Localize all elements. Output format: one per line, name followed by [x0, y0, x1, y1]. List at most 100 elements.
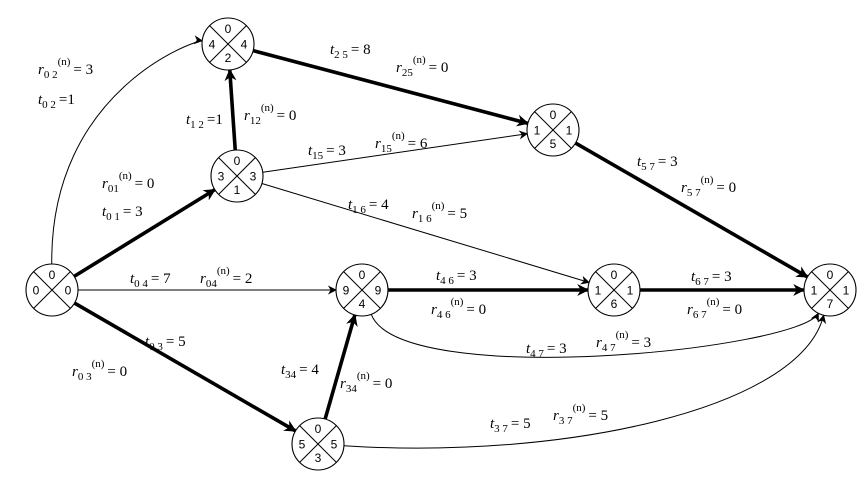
label-subscript: 01 — [108, 183, 119, 195]
edge-n1-n6 — [261, 183, 590, 285]
edge-label-r47: r4 7(n)= 3 — [596, 329, 651, 354]
node-value-top: 0 — [225, 22, 232, 36]
node-value-bottom: 2 — [225, 51, 232, 65]
label-symbol: r — [396, 60, 402, 76]
node-value-bottom: 5 — [550, 137, 557, 151]
edge-label-t37: t3 7= 5 — [490, 416, 531, 435]
edge-label-t01: t0 1= 3 — [102, 204, 143, 223]
label-value: = 0 — [277, 108, 297, 124]
label-value: = 3 — [712, 269, 732, 285]
node-value-right: 9 — [375, 284, 382, 298]
edge-label-t46: t4 6= 3 — [436, 268, 477, 287]
edge-label-r67: r6 7(n)= 0 — [687, 296, 742, 321]
label-symbol: r — [200, 271, 206, 287]
edge-label-t16: t1 6= 4 — [348, 197, 389, 216]
label-symbol: t — [145, 334, 150, 350]
label-subscript: 0 4 — [134, 278, 148, 290]
label-value: = 0 — [429, 60, 449, 76]
label-subscript: 4 6 — [437, 309, 451, 321]
node-value-top: 0 — [315, 422, 322, 436]
label-superscript: (n) — [573, 402, 586, 414]
node-value-left: 3 — [218, 170, 225, 184]
edge-label-r15: r15(n)= 6 — [375, 130, 428, 155]
node-value-bottom: 3 — [315, 451, 322, 465]
label-subscript: 4 7 — [602, 342, 616, 354]
label-subscript: 4 7 — [530, 348, 544, 360]
node-value-right: 0 — [65, 284, 72, 298]
node-divider — [33, 271, 71, 309]
label-subscript: 4 6 — [440, 275, 454, 287]
edge-label-r01: r01(n)= 0 — [102, 170, 154, 195]
label-subscript: 0 2 — [42, 99, 56, 111]
node-value-top: 0 — [827, 268, 834, 282]
label-superscript: (n) — [701, 174, 714, 186]
label-value: = 3 — [123, 204, 143, 220]
label-value: = 0 — [373, 376, 393, 392]
label-subscript: 34 — [285, 369, 297, 381]
label-superscript: (n) — [392, 130, 405, 142]
edge-label-r46: r4 6(n)= 0 — [431, 296, 486, 321]
label-symbol: t — [308, 143, 313, 159]
edge-label-r16: r1 6(n)= 5 — [412, 200, 467, 225]
label-subscript: 2 5 — [334, 49, 348, 61]
node-divider — [595, 271, 633, 309]
edge-label-t12: t1 2=1 — [186, 112, 223, 131]
label-value: = 3 — [631, 335, 651, 351]
label-superscript: (n) — [413, 54, 426, 66]
label-symbol: t — [348, 197, 353, 213]
node-value-top: 0 — [550, 108, 557, 122]
edge-n4-n7 — [370, 312, 819, 358]
node-divider — [299, 425, 337, 463]
label-symbol: r — [553, 408, 559, 424]
label-symbol: t — [281, 362, 286, 378]
label-symbol: t — [330, 42, 335, 58]
edge-label-t25: t2 5= 8 — [330, 42, 371, 61]
label-subscript: 04 — [206, 278, 218, 290]
label-superscript: (n) — [357, 370, 370, 382]
label-subscript: 0 1 — [106, 211, 120, 223]
label-superscript: (n) — [58, 56, 71, 68]
label-symbol: r — [340, 376, 346, 392]
label-symbol: t — [691, 269, 696, 285]
node-value-left: 4 — [209, 38, 216, 52]
edge-label-r12: r12(n)= 0 — [244, 102, 296, 127]
edge-n3-n4 — [323, 313, 358, 420]
label-subscript: 3 7 — [494, 423, 508, 435]
label-value: = 5 — [447, 206, 467, 222]
node-value-left: 0 — [33, 284, 40, 298]
label-subscript: 0 3 — [149, 341, 163, 353]
label-symbol: r — [38, 62, 44, 78]
label-value: = 8 — [351, 42, 371, 58]
node-value-top: 0 — [611, 268, 618, 282]
node-value-right: 4 — [241, 38, 248, 52]
label-superscript: (n) — [451, 296, 464, 308]
edge-label-t03: t0 3= 5 — [145, 334, 186, 353]
label-value: = 4 — [299, 362, 319, 378]
label-symbol: r — [412, 206, 418, 222]
label-symbol: t — [490, 416, 495, 432]
edge-n3-n7 — [343, 314, 827, 449]
label-subscript: 1 6 — [352, 204, 366, 216]
label-value: = 5 — [588, 408, 608, 424]
label-symbol: t — [186, 112, 191, 128]
edge-label-t15: t15= 3 — [308, 143, 346, 162]
label-superscript: (n) — [119, 170, 132, 182]
label-symbol: r — [72, 364, 78, 380]
label-value: = 5 — [511, 416, 531, 432]
label-subscript: 1 2 — [190, 119, 204, 131]
node-value-bottom: 7 — [827, 297, 834, 311]
label-subscript: 15 — [312, 150, 324, 162]
node-value-right: 5 — [331, 438, 338, 452]
node-value-bottom: 4 — [359, 297, 366, 311]
edge-n5-n7 — [574, 141, 809, 279]
label-value: =1 — [207, 112, 223, 128]
edge-label-r03: r0 3(n)= 0 — [72, 358, 127, 383]
label-value: = 7 — [151, 271, 171, 287]
